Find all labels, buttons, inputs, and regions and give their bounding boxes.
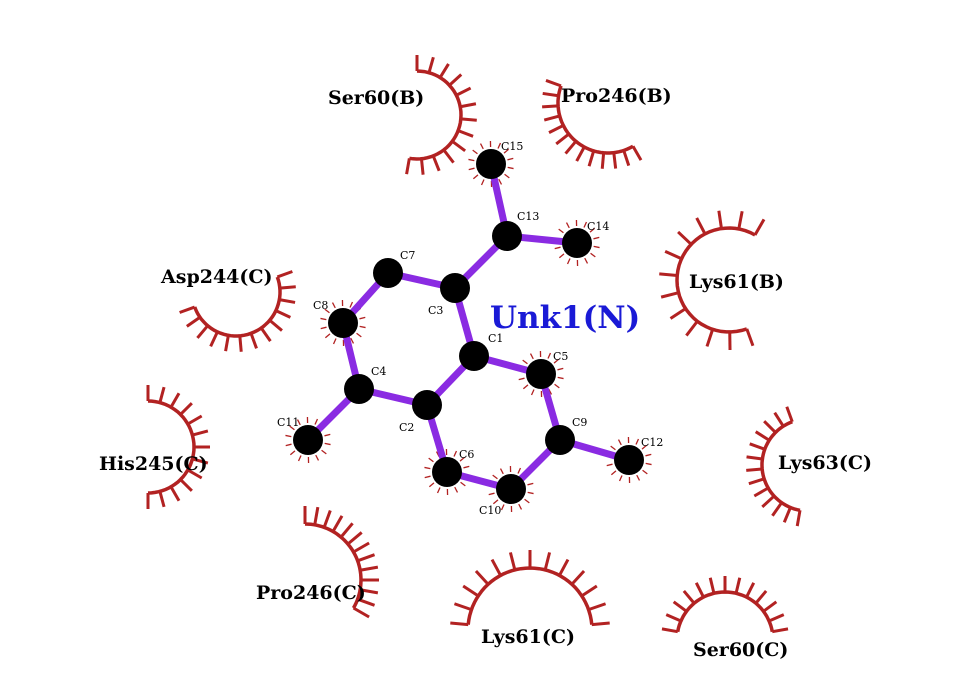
atom-c12 — [614, 445, 644, 475]
atom-label-c6: C6 — [459, 448, 474, 461]
residue-arc — [147, 399, 196, 495]
atom-c13 — [492, 221, 522, 251]
atom-label-c4: C4 — [371, 365, 386, 378]
atom-c1 — [459, 341, 489, 371]
residue-arc — [193, 276, 282, 338]
contact-ticks-c11 — [285, 416, 331, 464]
atom-label-c12: C12 — [641, 436, 663, 449]
residue-contact-pro246-c — [303, 506, 379, 619]
residue-label: Pro246(B) — [561, 85, 672, 107]
atom-label-c8: C8 — [313, 299, 328, 312]
atom-c9 — [545, 425, 575, 455]
atom-c5 — [526, 359, 556, 389]
atom-label-c7: C7 — [400, 249, 415, 262]
atom-c3 — [440, 273, 470, 303]
contact-ticks — [285, 140, 652, 513]
atom-c14 — [562, 228, 592, 258]
residue-label: Ser60(C) — [693, 639, 788, 661]
atom-c10 — [496, 474, 526, 504]
residue-contact-pro246-b — [542, 79, 643, 169]
contact-ticks-c8 — [320, 299, 366, 347]
residue-label: Asp244(C) — [160, 266, 273, 288]
atom-c4 — [344, 374, 374, 404]
atom-c8 — [328, 308, 358, 338]
residue-contact-asp244-c — [179, 270, 296, 352]
residue-contact-ser60-b — [405, 55, 477, 175]
atom-label-c3: C3 — [428, 304, 443, 317]
atom-c2 — [412, 390, 442, 420]
atom-label-c15: C15 — [501, 140, 523, 153]
atom-label-c10: C10 — [479, 504, 501, 517]
residue-arc — [466, 566, 594, 625]
atom-label-c13: C13 — [517, 210, 539, 223]
residue-arc — [675, 590, 775, 633]
residue-label: Lys61(C) — [481, 626, 575, 648]
residue-arcs — [146, 55, 802, 634]
atoms — [293, 149, 644, 504]
atom-label-c2: C2 — [399, 421, 414, 434]
labels: C1C2C3C4C5C6C7C8C9C10C11C12C13C14C15Ser6… — [99, 85, 872, 661]
residue-arc — [675, 226, 756, 334]
residue-label: Ser60(B) — [328, 87, 424, 109]
atom-label-c5: C5 — [553, 350, 568, 363]
residue-contact-lys63-c — [746, 406, 802, 527]
residue-label: Lys61(B) — [689, 271, 784, 293]
residue-arc — [409, 69, 463, 161]
atom-c7 — [373, 258, 403, 288]
atom-label-c1: C1 — [488, 332, 503, 345]
atom-label-c14: C14 — [587, 220, 609, 233]
ligand-title: Unk1(N) — [490, 300, 640, 336]
contact-ticks-c10 — [488, 465, 534, 513]
residue-contact-ser60-c — [661, 576, 789, 634]
residue-label: His245(C) — [99, 453, 208, 475]
residue-contact-his245-c — [146, 385, 210, 509]
contact-ticks-c12 — [606, 436, 652, 484]
residue-contact-lys61-c — [450, 550, 610, 627]
contact-ticks-c6 — [424, 448, 470, 496]
residue-arc — [760, 420, 801, 513]
atom-label-c9: C9 — [572, 416, 587, 429]
atom-c11 — [293, 425, 323, 455]
atom-c6 — [432, 457, 462, 487]
atom-label-c11: C11 — [277, 416, 299, 429]
residue-contact-lys61-b — [659, 210, 766, 351]
atom-c15 — [476, 149, 506, 179]
residue-label: Pro246(C) — [256, 582, 366, 604]
residue-label: Lys63(C) — [778, 452, 872, 474]
